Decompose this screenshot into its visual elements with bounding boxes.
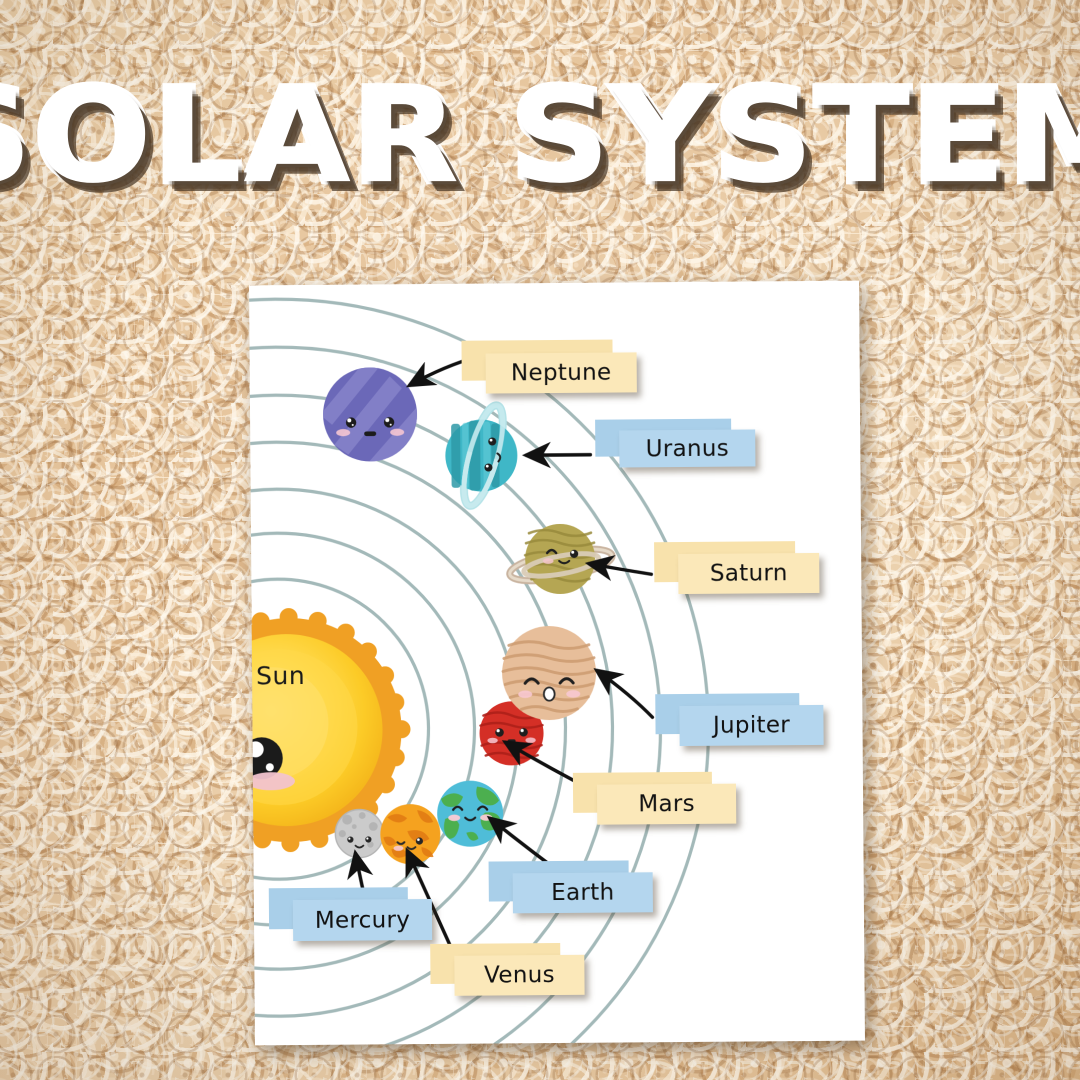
label-note-earth[interactable]: Earth bbox=[488, 860, 653, 914]
orbit-ring-jupiter bbox=[249, 440, 568, 1018]
planet-jupiter bbox=[497, 621, 602, 726]
note-front-uranus[interactable]: Uranus bbox=[619, 429, 756, 468]
note-front-mercury[interactable]: Mercury bbox=[292, 898, 433, 942]
note-front-saturn[interactable]: Saturn bbox=[678, 552, 820, 595]
label-note-venus[interactable]: Venus bbox=[430, 942, 585, 996]
label-note-jupiter[interactable]: Jupiter bbox=[655, 693, 824, 747]
solar-system-poster: Sun bbox=[249, 280, 865, 1046]
arrow-jupiter bbox=[593, 668, 655, 719]
label-note-uranus[interactable]: Uranus bbox=[595, 418, 756, 468]
label-note-mars[interactable]: Mars bbox=[572, 771, 737, 825]
note-front-jupiter[interactable]: Jupiter bbox=[679, 704, 824, 747]
note-front-mars[interactable]: Mars bbox=[596, 783, 737, 825]
planet-uranus bbox=[433, 397, 534, 514]
orbit-ring-venus bbox=[249, 577, 431, 881]
label-note-mercury[interactable]: Mercury bbox=[268, 887, 433, 942]
poster-sheet: Sun bbox=[249, 280, 865, 1046]
planet-sun bbox=[249, 608, 411, 853]
arrow-saturn bbox=[584, 555, 654, 582]
label-note-saturn[interactable]: Saturn bbox=[654, 541, 820, 595]
planet-neptune bbox=[318, 362, 423, 467]
note-front-venus[interactable]: Venus bbox=[454, 954, 585, 996]
note-front-neptune[interactable]: Neptune bbox=[485, 352, 637, 394]
orbit-ring-saturn bbox=[249, 393, 615, 1046]
label-note-neptune[interactable]: Neptune bbox=[461, 339, 637, 394]
note-front-earth[interactable]: Earth bbox=[512, 872, 653, 914]
arrow-uranus bbox=[521, 441, 593, 469]
